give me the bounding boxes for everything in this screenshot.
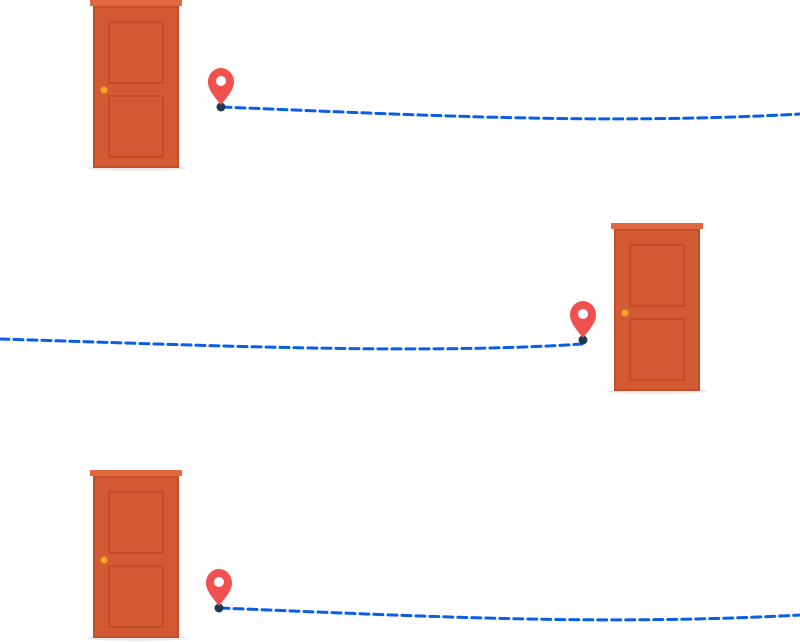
door-top-trim [90,470,182,476]
door-upper-panel [629,244,685,307]
pin-marker [206,569,232,606]
pin-anchor-dot [214,603,224,613]
pin-marker [570,301,596,338]
door-upper-panel [108,21,164,84]
location-pin-icon [570,301,596,345]
door-lower-panel [629,318,685,381]
pin-center-hole [216,76,226,86]
dashed-path-row-2 [0,337,584,351]
dashed-path-row-3 [218,606,800,622]
dashed-path-row-1 [220,105,800,121]
door-lower-panel [108,565,164,628]
location-pin-icon [208,68,234,112]
door-row-1 [87,0,187,171]
door-lower-panel [108,95,164,158]
scene-row-3 [87,470,800,641]
scene-row-1 [87,0,800,171]
pin-anchor-dot [216,102,226,112]
door-knob [100,556,108,564]
door-upper-panel [108,491,164,554]
scene-row-2 [0,223,708,394]
location-pin-icon [206,569,232,613]
door-row-3 [87,470,187,641]
pin-center-hole [214,577,224,587]
pin-center-hole [578,309,588,319]
door-row-2 [608,223,708,394]
door-top-trim [90,0,182,6]
door-top-trim [611,223,703,229]
pin-anchor-dot [578,335,588,345]
door-knob [100,86,108,94]
door-knob [621,309,629,317]
pin-marker [208,68,234,105]
